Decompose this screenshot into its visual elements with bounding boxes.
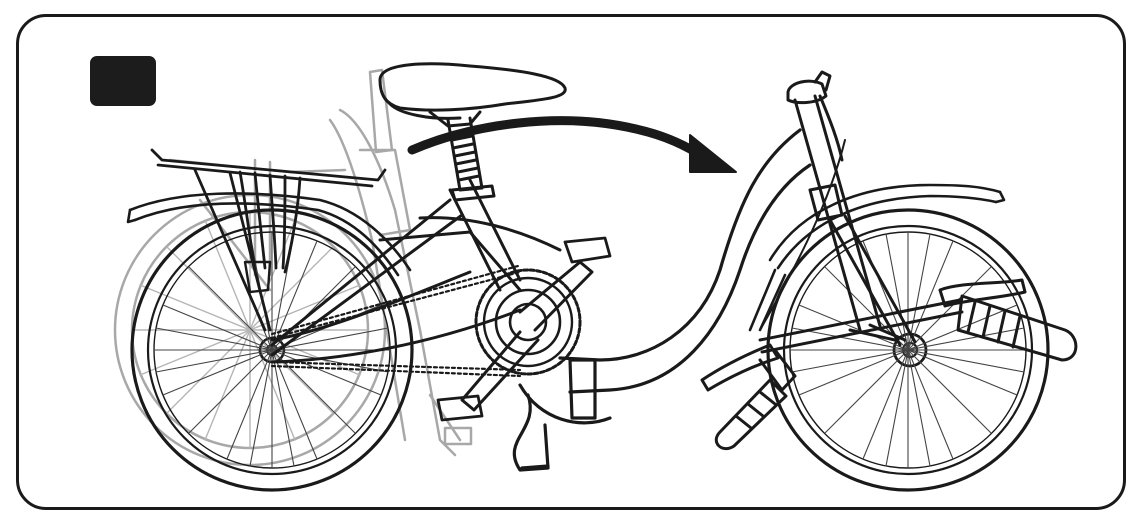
- crank-arms: [460, 260, 594, 412]
- right-grip: [956, 294, 1078, 362]
- saddle: [378, 62, 567, 128]
- handlebar: [758, 298, 964, 354]
- main-frame: [512, 128, 812, 472]
- left-grip: [714, 378, 788, 451]
- seat-post: [446, 116, 496, 202]
- left-brake-lever: [700, 343, 797, 392]
- front-mudguard: [748, 183, 1006, 332]
- rear-rack: [150, 148, 387, 332]
- pedals: [436, 236, 612, 422]
- step-number-badge: [90, 56, 156, 106]
- right-brake-lever: [938, 278, 1027, 308]
- front-wheel-spokes: [789, 231, 1027, 469]
- drive-chain: [270, 264, 522, 378]
- curved-fold-arrow-icon: [407, 116, 737, 173]
- front-fork: [793, 94, 917, 347]
- stem-top: [786, 70, 844, 162]
- rear-wheel-spokes: [153, 231, 391, 469]
- chainring: [474, 268, 582, 376]
- brake-cable: [759, 139, 846, 331]
